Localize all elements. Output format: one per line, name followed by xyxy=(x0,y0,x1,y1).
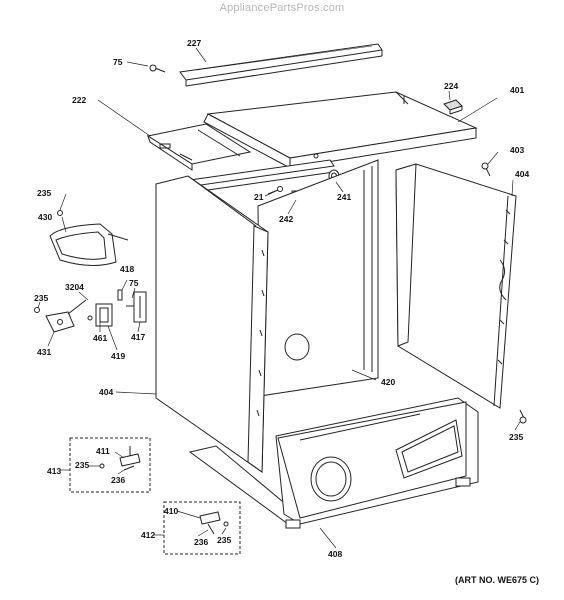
callout-404b: 404 xyxy=(99,387,114,397)
screw-403-icon xyxy=(481,162,491,177)
clip-224-icon xyxy=(443,99,463,115)
callout-411: 411 xyxy=(96,446,110,456)
part-left-side-panel xyxy=(155,175,269,473)
callout-431: 431 xyxy=(37,347,52,357)
callout-75: 75 xyxy=(113,57,123,67)
callout-235c: 235 xyxy=(509,432,524,442)
callout-75b: 75 xyxy=(129,278,139,288)
part-430-cover xyxy=(49,210,129,266)
part-base-frame xyxy=(188,397,479,529)
screw-235-right-icon xyxy=(519,409,527,424)
callout-235e: 235 xyxy=(217,535,232,545)
callout-242: 242 xyxy=(279,214,294,224)
watermark: AppliancePartsPros.com xyxy=(219,2,345,14)
group-412-box xyxy=(163,501,241,555)
part-top-panel xyxy=(203,91,478,169)
part-top-rail xyxy=(179,43,383,87)
callout-236: 236 xyxy=(111,475,126,485)
callout-224: 224 xyxy=(444,81,459,91)
callout-241: 241 xyxy=(337,192,352,202)
callout-227: 227 xyxy=(187,38,202,48)
callout-417: 417 xyxy=(131,332,146,342)
callout-403: 403 xyxy=(510,145,525,155)
callout-235: 235 xyxy=(37,188,52,198)
callout-412: 412 xyxy=(141,530,156,540)
callout-419: 419 xyxy=(111,351,126,361)
callout-410: 410 xyxy=(164,506,179,516)
callout-235b: 235 xyxy=(34,293,49,303)
part-back-panel xyxy=(257,159,379,397)
callout-420: 420 xyxy=(381,377,396,387)
callout-236b: 236 xyxy=(194,537,209,547)
callout-235d: 235 xyxy=(75,460,90,470)
callout-401: 401 xyxy=(510,85,525,95)
part-hinge-assembly xyxy=(34,289,147,333)
callout-408: 408 xyxy=(328,549,343,559)
callout-430: 430 xyxy=(38,212,53,222)
group-413-box xyxy=(69,437,151,493)
callout-461: 461 xyxy=(93,333,108,343)
part-right-side-panel xyxy=(395,163,517,409)
leader-lines xyxy=(37,47,521,549)
callout-21: 21 xyxy=(254,192,264,202)
callout-404: 404 xyxy=(515,169,530,179)
callout-3204: 3204 xyxy=(65,282,84,292)
callout-222: 222 xyxy=(72,95,87,105)
callout-418: 418 xyxy=(120,264,135,274)
art-number: (ART NO. WE675 C) xyxy=(455,575,540,585)
callout-413: 413 xyxy=(47,466,62,476)
screw-75-icon xyxy=(149,64,166,73)
part-front-panel-bracket xyxy=(146,123,252,171)
